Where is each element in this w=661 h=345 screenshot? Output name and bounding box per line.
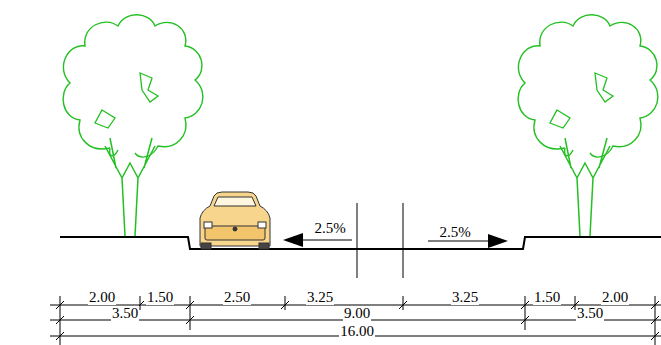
slope-label: 2.5% — [438, 225, 471, 240]
dimension-label: 2.50 — [223, 290, 251, 305]
dimension-label: 16.00 — [339, 324, 375, 339]
dimension-label: 3.25 — [306, 290, 334, 305]
slope-label: 2.5% — [313, 221, 346, 236]
dimension-label: 2.00 — [88, 290, 116, 305]
dimension-label: 1.50 — [146, 290, 174, 305]
dimension-label: 2.00 — [601, 290, 629, 305]
dimension-label: 3.25 — [451, 290, 479, 305]
dimension-label: 3.50 — [111, 306, 139, 321]
dimension-label: 3.50 — [576, 306, 604, 321]
dimension-label: 1.50 — [533, 290, 561, 305]
dimension-label: 9.00 — [343, 306, 371, 321]
